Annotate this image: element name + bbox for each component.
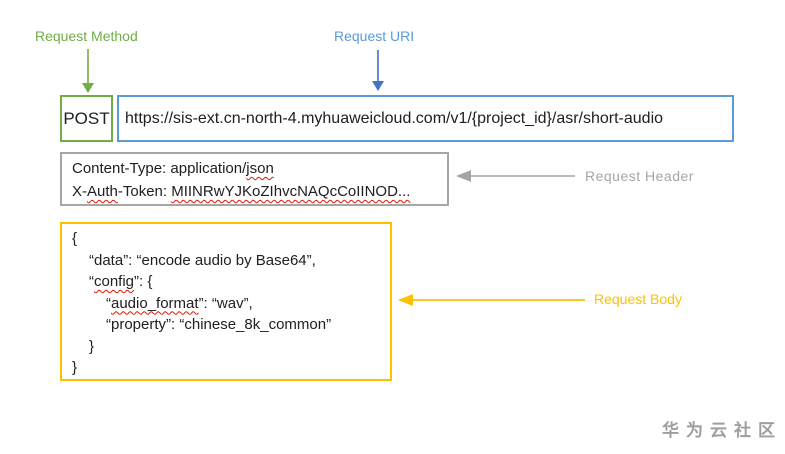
token-separator: -Token: [117,183,172,200]
config-word: config [94,273,135,290]
content-type-text: Content-Type: application/ [72,160,247,177]
header-line-content-type: Content-Type: application/json [72,157,437,180]
auth-token-prefix: X- [72,183,87,200]
token-value: MIINRwYJKoZIhvcNAQcCoIINOD... [171,183,411,200]
content-type-json-text: json [246,160,274,177]
method-down-arrow-icon [82,49,94,93]
audio-open-quote: “ [106,294,111,312]
body-line-property: “property”: “chinese_8k_common” [106,316,332,333]
request-body-box: { “data”: “encode audio by Base64”, “con… [60,222,392,381]
body-line-data: “data”: “encode audio by Base64”, [89,251,316,269]
request-method-label: Request Method [35,28,138,44]
body-line-audio-format: “audio_format”: “wav”, [72,293,380,315]
request-uri-label: Request URI [334,28,415,44]
request-header-label: Request Header [585,168,694,184]
uri-down-arrow-icon [372,50,384,91]
body-line-close: } [72,359,78,376]
uri-value: https://sis-ext.cn-north-4.myhuaweicloud… [125,109,664,127]
body-left-arrow-icon [398,294,585,306]
config-open-quote: “ [89,273,94,290]
body-line-inner-close: } [89,337,95,355]
config-rest: ”: { [134,273,153,290]
body-line-config: “config”: { [72,271,380,293]
header-line-auth-token: X-Auth-Token: MIINRwYJKoZIhvcNAQcCoIINOD… [72,180,437,203]
header-left-arrow-icon [456,170,575,182]
body-line-open: { [72,230,78,247]
request-header-box: Content-Type: application/json X-Auth-To… [60,152,449,206]
audio-format-rest: ”: “wav”, [198,294,253,312]
method-value: POST [63,108,110,128]
request-uri-box: https://sis-ext.cn-north-4.myhuaweicloud… [117,95,734,142]
request-method-box: POST [60,95,113,142]
audio-format-word: audio_format [111,294,199,312]
auth-word: Auth [87,183,118,200]
huawei-cloud-community-watermark: 华为云社区 [662,421,782,440]
request-body-label: Request Body [594,291,682,307]
